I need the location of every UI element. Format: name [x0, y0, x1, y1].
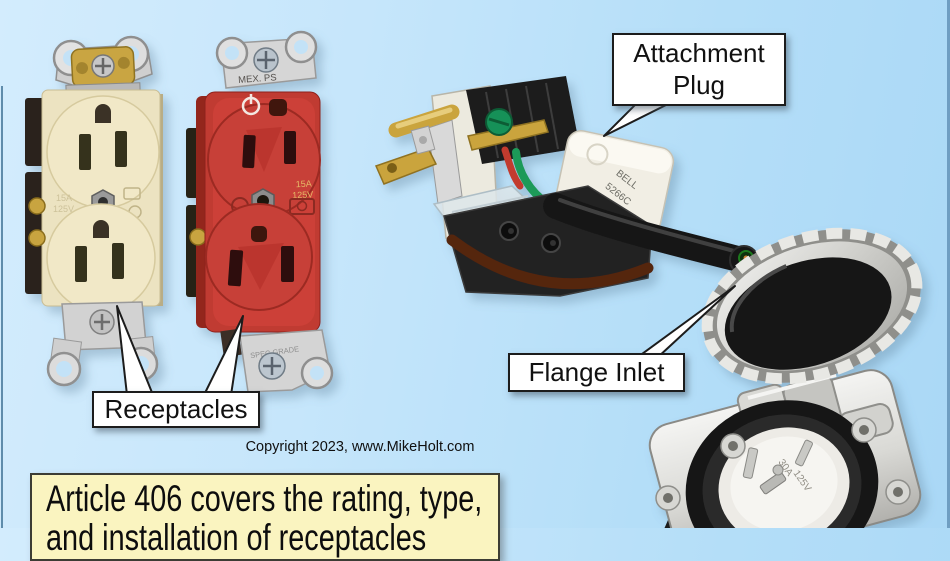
flange-prong-right — [795, 439, 813, 467]
red-rating-amps: 15A — [295, 178, 312, 189]
plug-hot-wire — [501, 146, 524, 190]
plug-ground-prong — [388, 104, 460, 138]
ivory-rating-amps: 15A — [56, 193, 72, 203]
red-bottom-ground-hole — [251, 226, 267, 242]
caption-line2: and installation of receptacles — [46, 517, 427, 558]
attachment-plug-callout-tail — [603, 101, 673, 137]
flange-inlet: 30A 125V — [648, 227, 923, 528]
caption-box: Article 406 covers the rating, type, and… — [30, 473, 500, 561]
flange-cover-lid — [701, 227, 923, 385]
plug-cap — [466, 76, 580, 164]
copyright-text: Copyright 2023, www.MikeHolt.com — [245, 439, 475, 455]
red-rating-volts: 125V — [292, 189, 314, 200]
ivory-bottom-ground-hole — [93, 220, 109, 238]
power-icon — [241, 94, 261, 116]
red-strap-marking: MEX. PS — [238, 72, 277, 86]
attachment-plug-callout: Attachment Plug — [612, 33, 786, 106]
flange-inlet-callout-label: Flange Inlet — [528, 356, 665, 387]
flange-prong-center — [759, 471, 787, 495]
caption-line1: Article 406 covers the rating, type, — [46, 478, 483, 519]
frame-left-border — [1, 86, 3, 528]
plug-blade — [374, 147, 438, 185]
flange-inlet-callout: Flange Inlet — [508, 353, 685, 392]
receptacles-callout-label: Receptacles — [104, 393, 248, 424]
plug-cord — [543, 193, 755, 273]
ivory-rating-volts: 125V — [53, 204, 74, 214]
attachment-plug: BELL 5266C — [374, 76, 759, 297]
ivory-receptacle: 15A 125V — [25, 35, 163, 387]
ivory-top-ground-hole — [95, 104, 111, 123]
illustration-canvas: 15A 125V MEX. PS — [25, 30, 923, 528]
attachment-plug-callout-line1: Attachment — [633, 37, 765, 68]
attachment-plug-callout-line2: Plug — [672, 69, 726, 100]
red-top-ground-hole — [269, 99, 287, 116]
receptacles-callout: Receptacles — [92, 391, 260, 428]
red-receptacle: MEX. PS 15A 125V SPEC GRADE — [186, 30, 334, 393]
frame-right-border — [947, 0, 950, 528]
flange-prong-left — [742, 447, 759, 479]
